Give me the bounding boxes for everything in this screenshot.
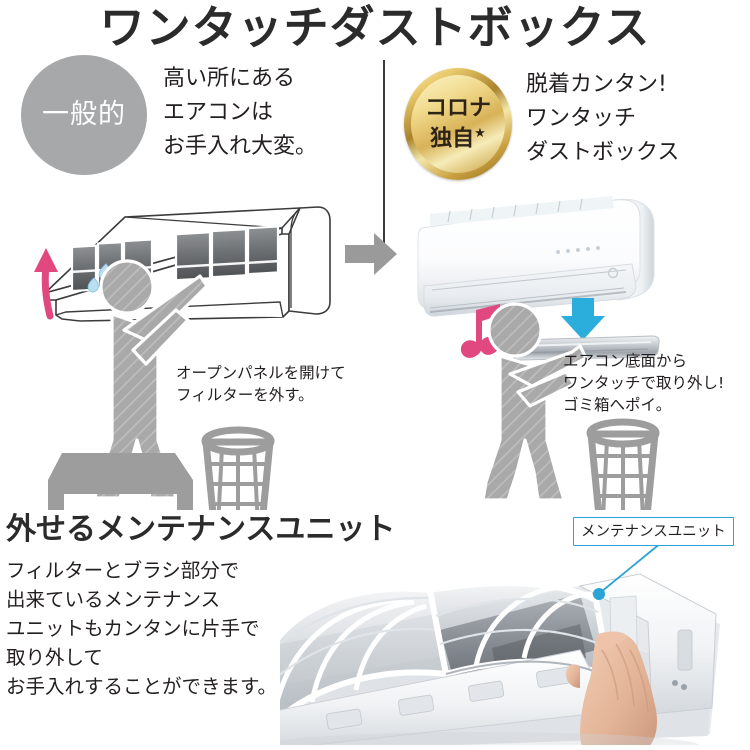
badge-star-icon: ★ [474, 125, 486, 141]
transition-arrow-icon [345, 232, 397, 276]
music-note-icon [460, 304, 500, 358]
page-title: ワンタッチダストボックス [99, 1, 651, 54]
lead-text-generic: 高い所にある エアコンは お手入れ大変。 [163, 66, 318, 159]
mesh-wastebasket-icon [586, 418, 660, 526]
down-arrow-icon [561, 298, 605, 340]
badge-generic-label: 一般的 [42, 99, 126, 130]
caption-corona: エアコン底面から ワンタッチで取り外し! ゴミ箱へポイ。 [563, 352, 725, 414]
maintenance-unit-photo [280, 538, 750, 750]
scene-corona-svg [417, 196, 660, 526]
hand-icon [566, 631, 657, 750]
callout-maintenance-unit: メンテナンスユニット [573, 517, 734, 546]
lead-text-corona: 脱着カンタン! ワンタッチ ダストボックス [526, 72, 680, 165]
curved-up-arrow-icon [34, 248, 58, 320]
badge-corona-line2: 独自★ [430, 125, 486, 152]
mesh-wastebasket-icon [201, 426, 275, 534]
badge-corona-line1: コロナ [424, 95, 491, 121]
scene-generic [0, 190, 383, 534]
column-divider [383, 60, 385, 258]
badge-corona-original: コロナ 独自★ [404, 68, 512, 180]
maintenance-unit-photo-svg [280, 573, 720, 750]
section-body-maintenance: フィルターとブラシ部分で 出来ているメンテナンス ユニットもカンタンに片手で 取… [6, 559, 278, 698]
step-stool-icon [48, 453, 193, 520]
badge-face: コロナ 独自★ [411, 75, 505, 173]
scene-generic-svg [34, 206, 331, 534]
badge-generic: 一般的 [21, 55, 147, 175]
bottom-spacer [0, 745, 750, 750]
caption-generic: オープンパネルを開けて フィルターを外す。 [176, 364, 346, 404]
dust-box-unit [511, 335, 660, 361]
scene-corona [400, 190, 750, 526]
callout-label: メンテナンスユニット [581, 524, 726, 540]
section-heading-maintenance: 外せるメンテナンスユニット [6, 512, 396, 547]
